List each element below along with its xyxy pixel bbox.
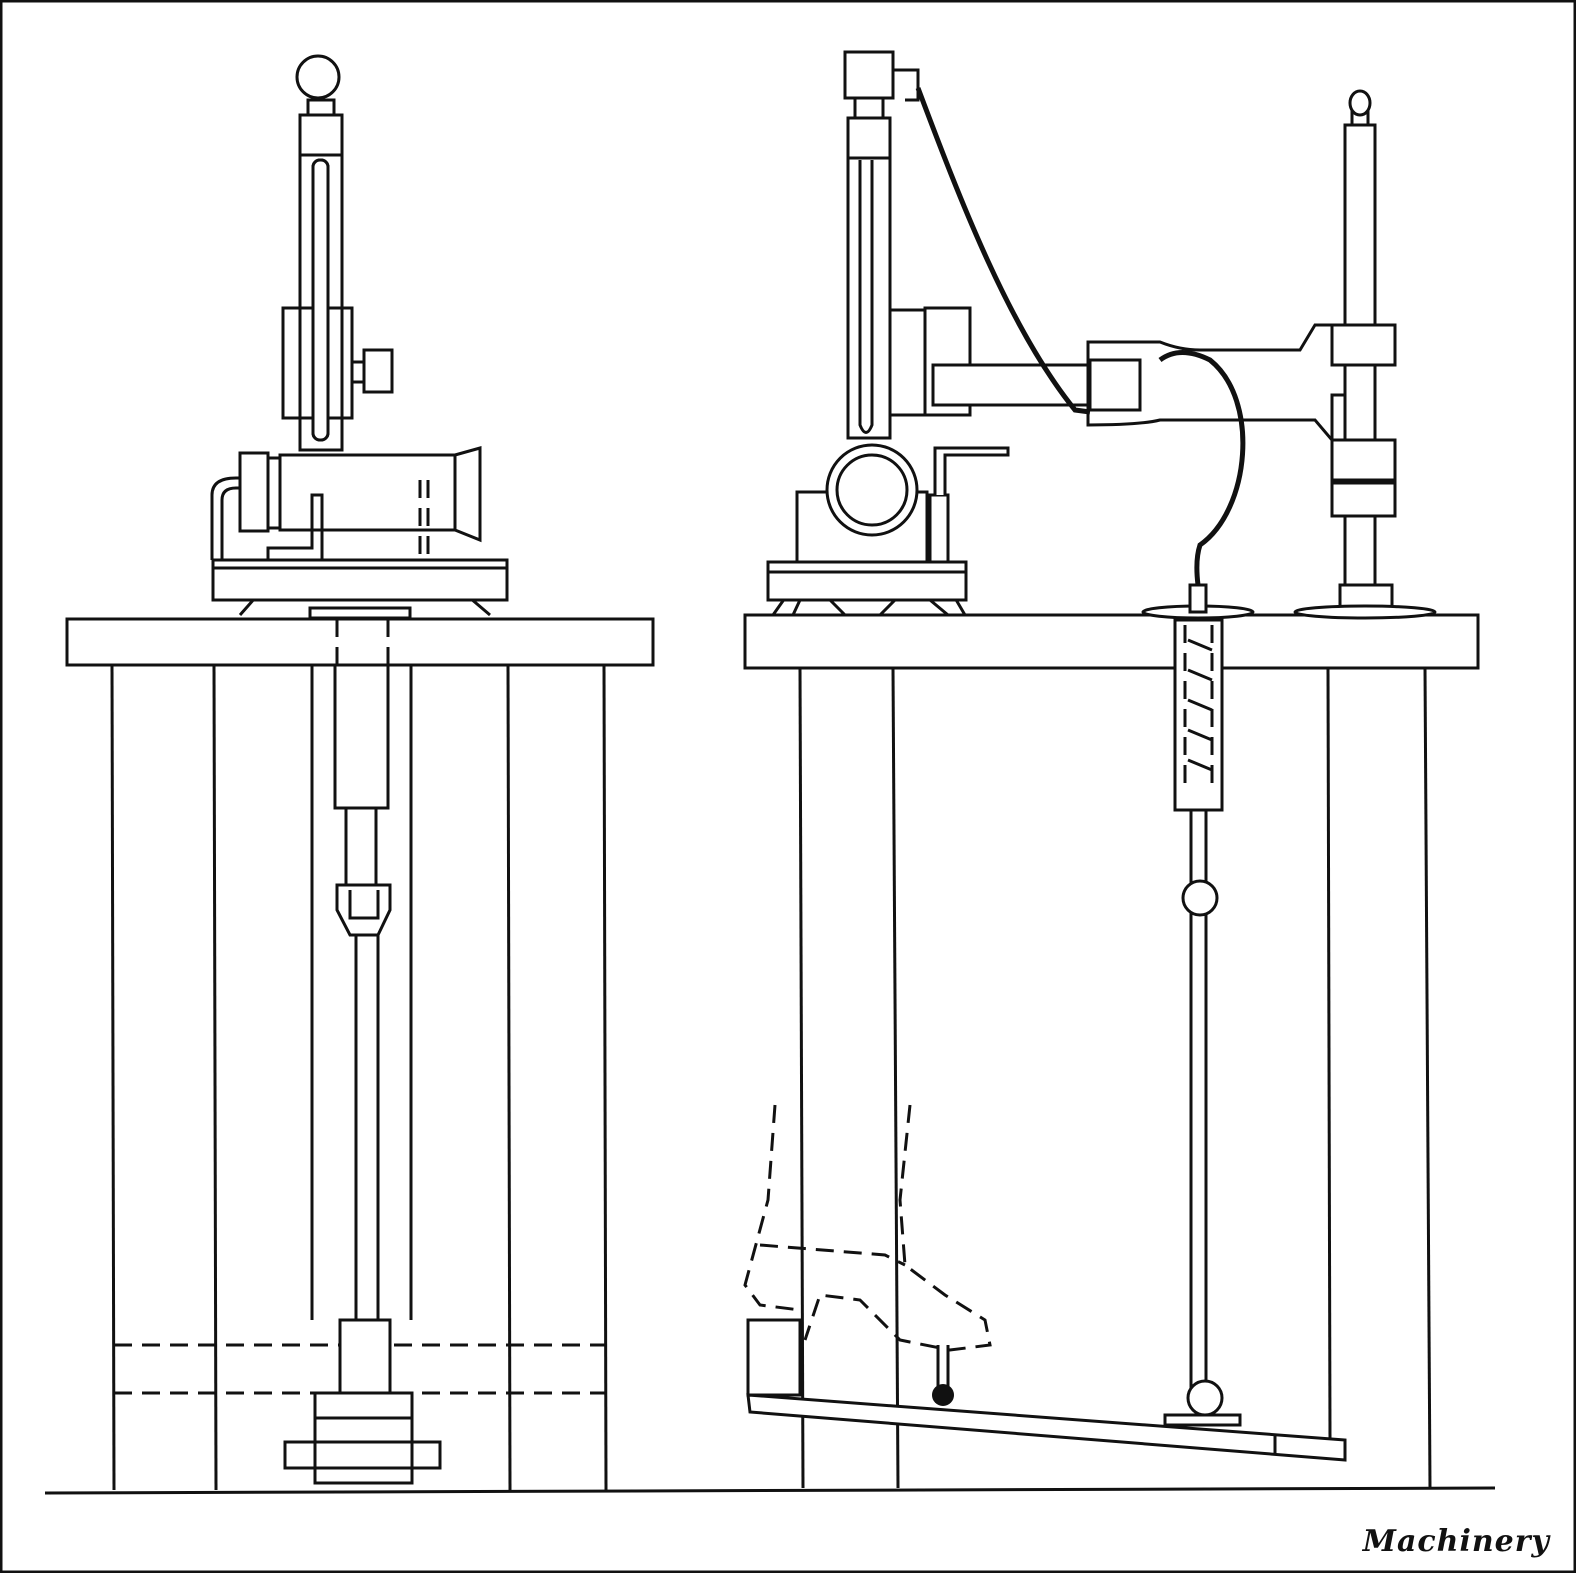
left-clevis: [335, 883, 392, 937]
indicator-cable: [915, 87, 1091, 415]
left-rod-lower: [354, 933, 380, 1322]
floor-line: [44, 1486, 1496, 1495]
workpiece-ring: [825, 443, 919, 537]
right-machine: [743, 50, 1480, 1489]
pedal-heel-block: [746, 1318, 802, 1397]
operator-foot-outline: [743, 1104, 992, 1352]
left-tube-body: [278, 453, 462, 532]
left-rod-upper: [344, 806, 378, 890]
pedal-cable: [1158, 350, 1246, 586]
left-legs: [110, 664, 608, 1491]
right-vertical-tube: [846, 116, 892, 440]
right-base-plate: [766, 560, 968, 602]
pedal-pin: [932, 1384, 954, 1406]
pedal-ball-joint: [1186, 1379, 1224, 1417]
left-rod-block: [338, 1318, 392, 1395]
spring-housing: [1173, 618, 1224, 812]
right-table-top: [743, 613, 1480, 670]
column-eye: [1348, 89, 1372, 117]
foot-pedal: [746, 1393, 1347, 1462]
left-eyepiece: [453, 446, 482, 543]
column-base: [1293, 604, 1437, 620]
left-cylinder: [333, 663, 390, 810]
left-table-top: [65, 617, 655, 667]
left-base-plate: [211, 558, 509, 602]
publisher-caption: Machinery: [1362, 1524, 1550, 1559]
indicator-arm-bracket: [933, 446, 1010, 495]
left-machine: [65, 54, 655, 1491]
rod-ball-joint: [1181, 879, 1219, 917]
left-collar: [238, 451, 270, 533]
right-legs: [798, 667, 1432, 1489]
left-thumb-screw: [362, 348, 394, 394]
spring-coils: [1187, 638, 1213, 772]
cable-connector: [893, 68, 920, 102]
dial-head: [843, 50, 895, 100]
left-ball-knob: [295, 54, 341, 100]
